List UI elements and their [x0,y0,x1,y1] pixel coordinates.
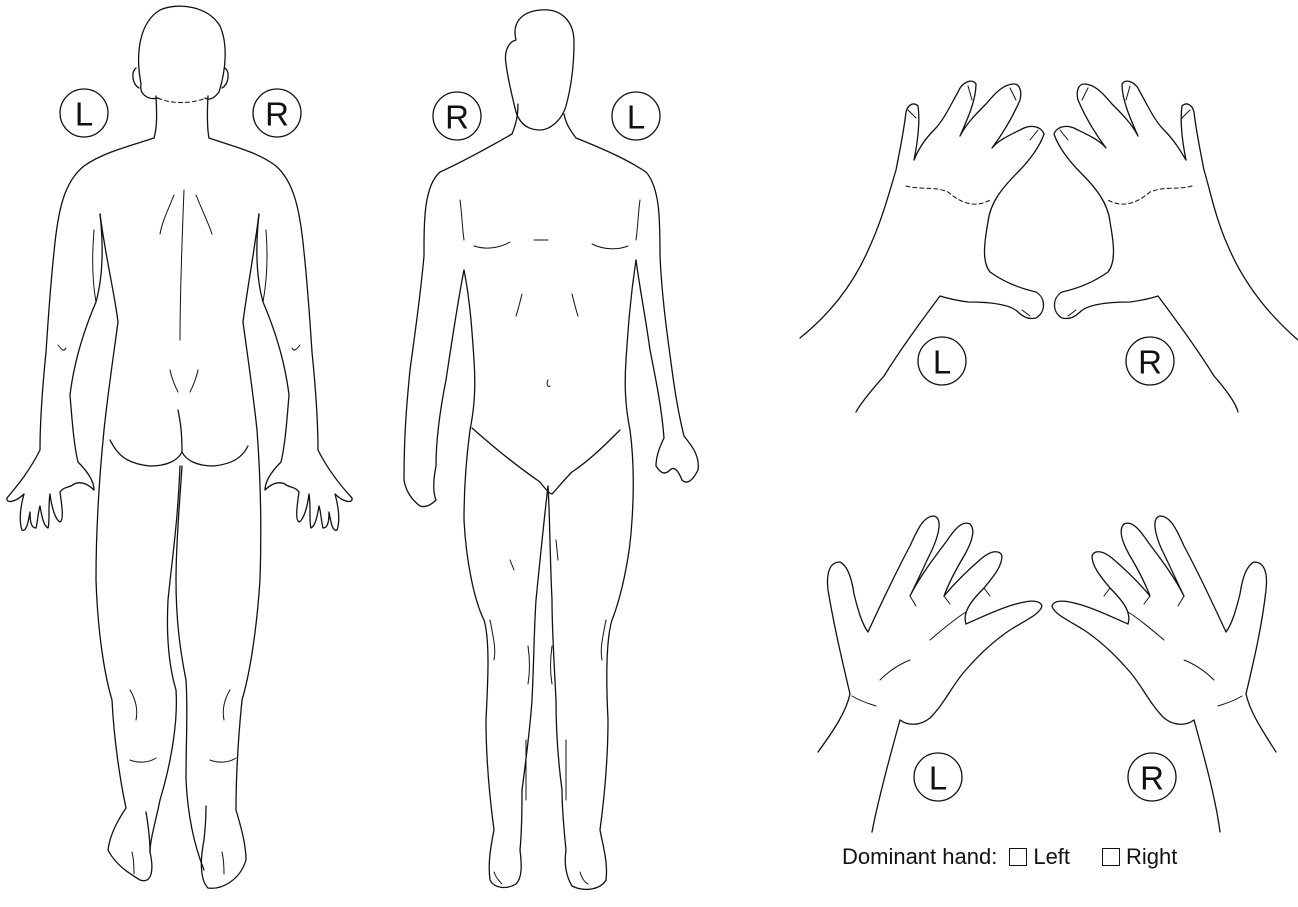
front-view-right-badge: R [433,92,481,140]
hands-palmar-figure [818,516,1276,832]
hands-dorsal-figure [800,81,1298,412]
back-view-figure [7,6,352,888]
dominant-hand-right-label: Right [1126,844,1177,870]
back-view-right-badge: R [253,89,301,137]
dominant-hand-label: Dominant hand: [842,844,997,870]
dominant-hand-field: Dominant hand: Left Right [842,844,1177,870]
svg-text:R: R [265,96,289,133]
hands-palmar-left-badge: L [914,753,962,801]
dominant-hand-right-checkbox[interactable] [1102,848,1120,866]
svg-text:L: L [933,344,951,381]
hands-dorsal-right-badge: R [1126,337,1174,385]
hands-dorsal-left-badge: L [918,337,966,385]
back-view-left-badge: L [60,89,108,137]
front-view-left-badge: L [612,92,660,140]
svg-text:L: L [929,760,947,797]
dominant-hand-left-checkbox[interactable] [1009,848,1027,866]
front-view-figure [404,10,698,890]
dominant-hand-left-option[interactable]: Left [1009,844,1070,870]
svg-text:R: R [1140,760,1164,797]
hands-palmar-right-badge: R [1128,753,1176,801]
svg-text:L: L [627,99,645,136]
svg-text:L: L [75,96,93,133]
dominant-hand-left-label: Left [1033,844,1070,870]
svg-text:R: R [445,99,469,136]
dominant-hand-right-option[interactable]: Right [1102,844,1177,870]
svg-text:R: R [1138,344,1162,381]
